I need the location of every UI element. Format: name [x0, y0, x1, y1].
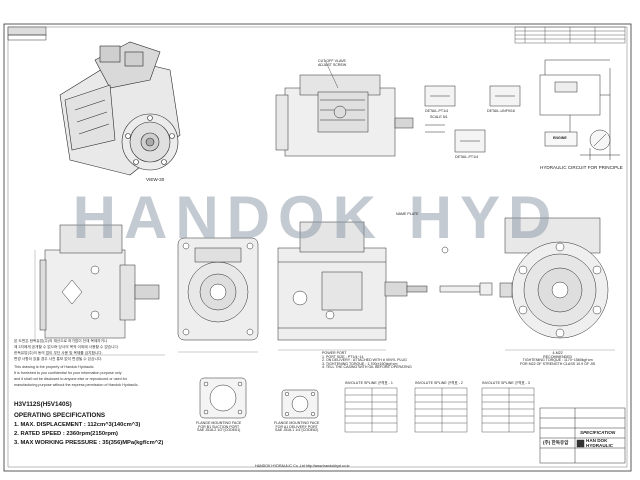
circuit-title: HYDRAULIC CIRCUIT FOR PRINCIPLE [540, 165, 623, 170]
front-flange-view [177, 237, 259, 341]
detail-views [424, 85, 521, 153]
detail-label-3: DETAIL-PT1/4 [455, 155, 479, 159]
tightening-note: 4-M22 RECOMMENDED TIGHTENING TORQUE : 11… [520, 351, 596, 366]
power-port-note: POWER PORT 1. PORT SIZE : PT1/4~14 2. ON… [322, 351, 412, 370]
name-plate-label: NAME PLATE [396, 212, 419, 216]
sheet-border [3, 23, 632, 472]
revision-box-top-left [7, 26, 47, 41]
company-kr: (주) 한독유압 [543, 440, 569, 445]
note-kr-3: 한독유압(주)의 동의 없이 무단 사용 및 복제를 금지합니다. [14, 351, 103, 355]
spec-item-1: 1. MAX. DISPLACEMENT : 112cm^3(140cm^3) [14, 422, 141, 428]
pump-section-top-view [275, 59, 414, 157]
note-kr-2: 제 3자에게 공개할 수 없으며 당사의 목적 이외에 사용할 수 없습니다. [14, 345, 119, 349]
note-kr-4: 변경 사항이 있을 경우 사전 통보 없이 변경될 수 있습니다. [14, 357, 103, 361]
spec-heading: OPERATING SPECIFICATIONS [14, 412, 106, 419]
spline-table-2-title: INVOLUTE SPLINE 규격표 - 2 [415, 381, 463, 385]
flange-a-title: FLANGE MOUNTING FACE FOR B1 SUCTION PORT… [196, 421, 242, 433]
model-name: H3V112S(H5V140S) [14, 401, 72, 408]
note-kr-1: 본 도면은 한독유압(주)의 재산으로 허가없이 전재 복제하거나 [14, 339, 108, 343]
note-en-3: and it shall not be disclosed to anyone … [14, 377, 127, 381]
scale-label: SCALE 5/1 [430, 115, 448, 119]
view-label: VIEW-30 [146, 177, 165, 182]
note-en-2: It is furnished to you confidential for … [14, 371, 122, 375]
end-view-right [499, 217, 609, 339]
spline-table-1-title: INVOLUTE SPLINE 규격표 - 1 [345, 381, 393, 385]
side-view-left [39, 224, 160, 339]
dimension-lines [34, 250, 615, 356]
hydraulic-circuit [539, 59, 620, 160]
watermark-text: HANDOK HYD [72, 184, 560, 251]
title-block [539, 407, 626, 464]
spec-label: SPECIFICATION [580, 430, 616, 435]
sheet-inner-border [7, 26, 628, 468]
flange-mounting-face-b [281, 389, 319, 419]
revision-table-top-right [514, 26, 626, 44]
flange-b-title: FLANGE MOUNTING FACE FOR A1 DELIVERY POR… [274, 421, 320, 433]
main-front-elevation [277, 221, 428, 341]
spline-table-3-title: INVOLUTE SPLINE 규격표 - 3 [482, 381, 530, 385]
detail-label-2: DETAIL-UNF9/16 [487, 109, 515, 113]
spline-tables [344, 387, 535, 433]
spec-item-2: 2. RATED SPEED : 2360rpm(2150rpm) [14, 431, 118, 437]
spec-item-3: 3. MAX WORKING PRESSURE : 35(356)MPa(kgf… [14, 440, 164, 446]
detail-label-1: DETAIL-PT1/4 [425, 109, 449, 113]
isometric-pump-view [59, 41, 181, 176]
note-en-4: manufacturing purpose without the expres… [14, 383, 139, 387]
shaft-side-view [439, 246, 493, 296]
engine-label: ENGINE [553, 136, 567, 140]
footer-text: HANDOK HYDRAULIC Co.,Ltd http://www.hand… [255, 464, 350, 468]
company-name: HAN DOK HYDRAULIC [586, 438, 614, 448]
flange-mounting-face-a [199, 377, 247, 419]
cutoff-valve-label: CUT-OFF VLAVE ADJUST SCREW [318, 59, 347, 67]
note-en-1: This drawing is the property of Handok H… [14, 365, 95, 369]
